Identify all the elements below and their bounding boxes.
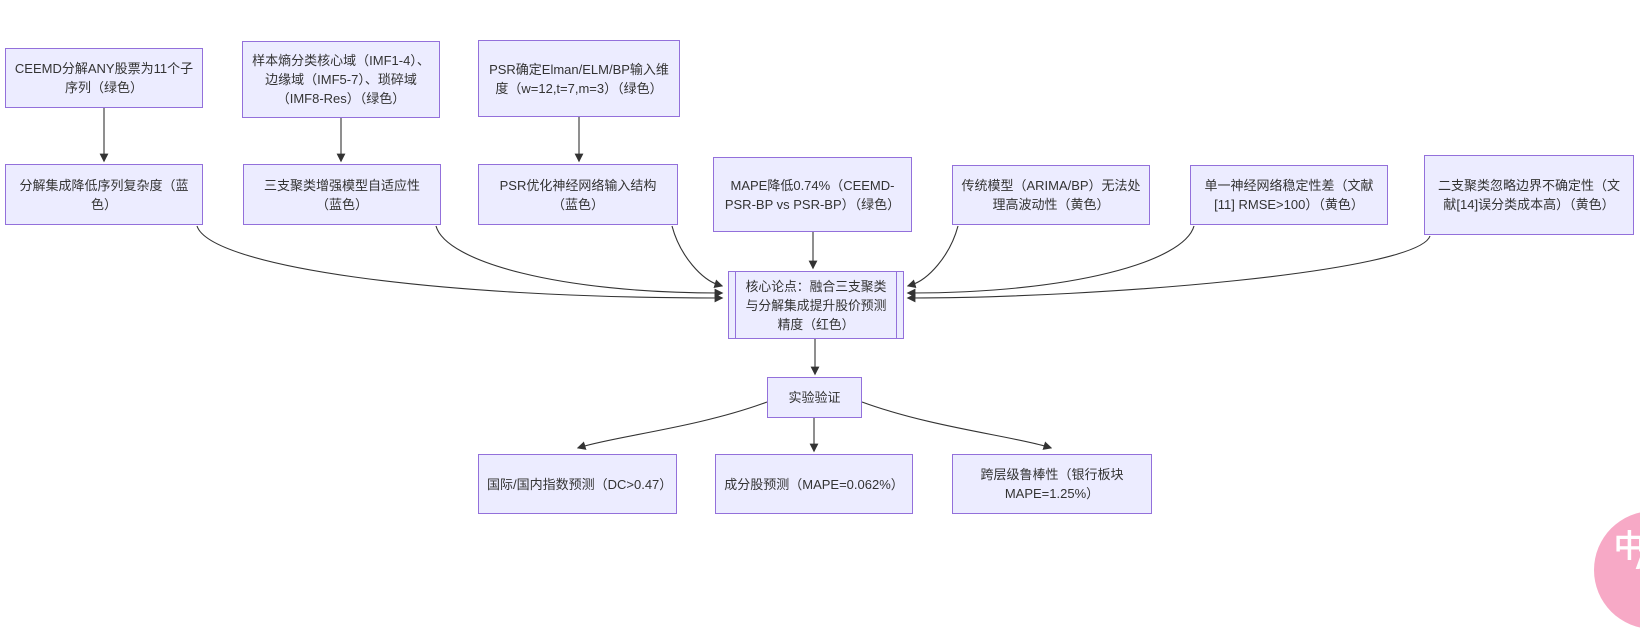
node-ceemd-decompose: CEEMD分解ANY股票为11个子序列（绿色）	[5, 48, 203, 108]
edge-psropt-to-core	[671, 225, 724, 288]
node-label: 跨层级鲁棒性（银行板块MAPE=1.25%）	[980, 467, 1124, 501]
node-single-nn-unstable: 单一神经网络稳定性差（文献[11] RMSE>100）（黄色）	[1190, 165, 1388, 225]
node-three-way-adaptive: 三支聚类增强模型自适应性（蓝色）	[243, 164, 441, 225]
translate-a-glyph: A	[1635, 545, 1640, 576]
node-experiment: 实验验证	[767, 377, 862, 418]
node-label: 实验验证	[788, 390, 841, 405]
subroutine-right-bar	[896, 272, 897, 338]
node-label: 单一神经网络稳定性差（文献[11] RMSE>100）（黄色）	[1204, 178, 1374, 212]
node-label: 二支聚类忽略边界不确定性（文献[14]误分类成本高）（黄色）	[1437, 178, 1620, 212]
node-decompose-complexity: 分解集成降低序列复杂度（蓝色）	[5, 164, 203, 225]
node-psr-input-dim: PSR确定Elman/ELM/BP输入维度（w=12,t=7,m=3）（绿色）	[478, 40, 680, 117]
subroutine-left-bar	[735, 272, 736, 338]
edge-experiment-to-robust	[861, 401, 1053, 450]
node-core-thesis: 核心论点：融合三支聚类与分解集成提升股价预测精度（红色）	[728, 271, 904, 339]
edge-traditional-to-core	[906, 225, 959, 288]
edge-adaptive-to-core	[435, 225, 724, 298]
node-label: 国际/国内指数预测（DC>0.47）	[487, 476, 673, 492]
flow-edges	[99, 108, 1431, 453]
node-label: MAPE降低0.74%（CEEMD-PSR-BP vs PSR-BP）（绿色）	[724, 177, 901, 212]
edge-complexity-to-core	[196, 225, 724, 303]
node-label: 分解集成降低序列复杂度（蓝色）	[19, 177, 189, 212]
node-label: 核心论点：融合三支聚类与分解集成提升股价预测精度（红色）	[745, 278, 887, 332]
node-psr-optimize: PSR优化神经网络输入结构（蓝色）	[478, 164, 678, 225]
translate-zh-glyph: 中	[1614, 529, 1640, 564]
node-label: 传统模型（ARIMA/BP）无法处理高波动性（黄色）	[961, 178, 1141, 212]
node-traditional-limit: 传统模型（ARIMA/BP）无法处理高波动性（黄色）	[952, 165, 1150, 225]
node-label: 成分股预测（MAPE=0.062%）	[724, 476, 904, 492]
node-mape-reduce: MAPE降低0.74%（CEEMD-PSR-BP vs PSR-BP）（绿色）	[713, 157, 912, 232]
node-index-forecast: 国际/国内指数预测（DC>0.47）	[478, 454, 677, 514]
node-robustness: 跨层级鲁棒性（银行板块MAPE=1.25%）	[952, 454, 1152, 514]
edge-singlenn-to-core	[906, 225, 1195, 298]
node-stock-forecast: 成分股预测（MAPE=0.062%）	[715, 454, 913, 514]
node-label: 三支聚类增强模型自适应性（蓝色）	[263, 177, 420, 212]
node-label: 样本熵分类核心域（IMF1-4）、边缘域（IMF5-7）、琐碎域（IMF8-Re…	[252, 53, 430, 106]
node-sample-entropy: 样本熵分类核心域（IMF1-4）、边缘域（IMF5-7）、琐碎域（IMF8-Re…	[242, 41, 440, 118]
node-label: PSR优化神经网络输入结构（蓝色）	[499, 177, 657, 212]
edge-twoway-to-core	[906, 235, 1431, 303]
node-two-way-limit: 二支聚类忽略边界不确定性（文献[14]误分类成本高）（黄色）	[1424, 155, 1634, 235]
node-label: CEEMD分解ANY股票为11个子序列（绿色）	[14, 61, 194, 95]
edge-experiment-to-index	[576, 401, 768, 450]
node-label: PSR确定Elman/ELM/BP输入维度（w=12,t=7,m=3）（绿色）	[489, 61, 669, 96]
